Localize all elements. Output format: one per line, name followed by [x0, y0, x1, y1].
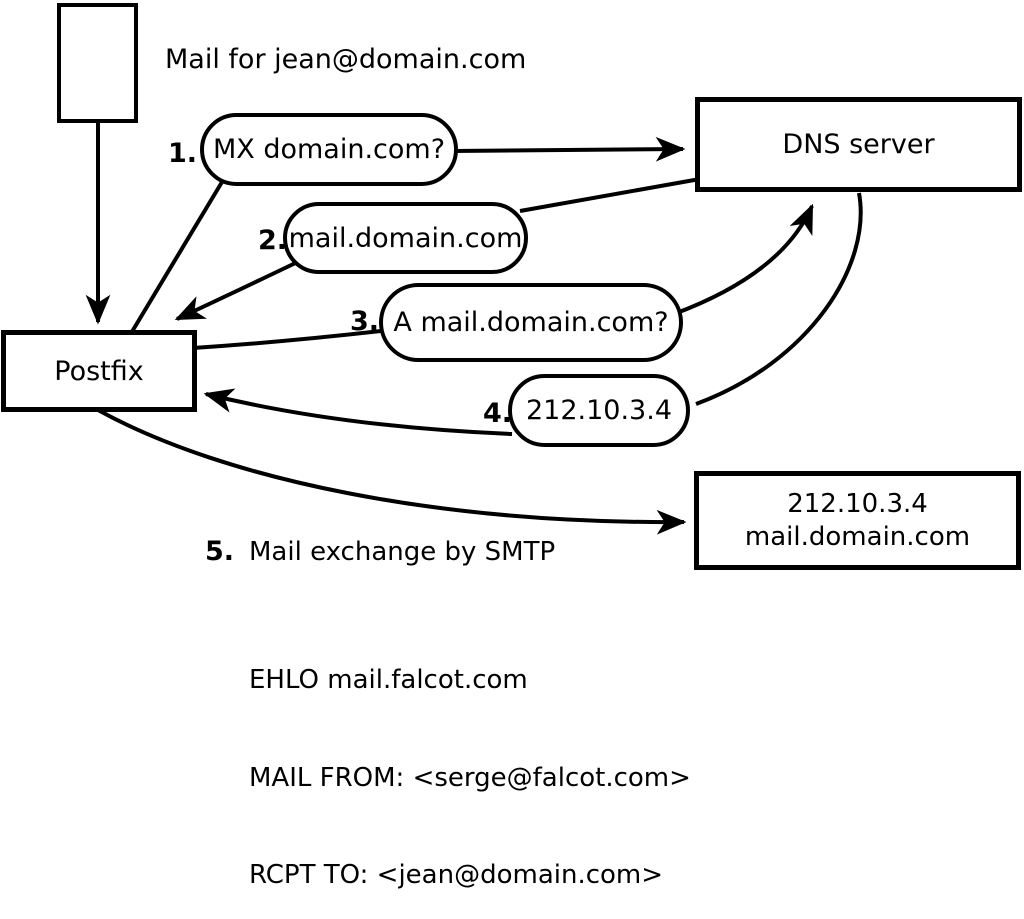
arrow-pill3-to-dns [673, 203, 814, 316]
arrow-pill1-to-dns [451, 136, 686, 162]
smtp-line-mail-from: MAIL FROM: <serge@falcot.com> [249, 762, 691, 793]
pill-a-query-label: A mail.domain.com? [393, 307, 669, 338]
arrow-postfix-to-pill3 [192, 328, 391, 350]
pill-a-query: A mail.domain.com? [379, 283, 683, 362]
pill-a-answer-label: 212.10.3.4 [526, 395, 672, 426]
pill-mx-answer-label: mail.domain.com [288, 222, 523, 254]
step-number-5: 5. [205, 536, 235, 567]
step-number-4: 4. [483, 398, 513, 429]
postfix-node: Postfix [1, 330, 197, 412]
step-number-2: 2. [258, 225, 288, 256]
step-number-1: 1. [168, 138, 198, 169]
dns-server-label: DNS server [782, 129, 935, 160]
arrow-postfix-to-destination [97, 408, 687, 535]
smtp-line-rcpt-to: RCPT TO: <jean@domain.com> [249, 860, 664, 890]
step-number-3: 3. [350, 306, 380, 337]
smtp-session-transcript: EHLO mail.falcot.com MAIL FROM: <serge@f… [249, 599, 691, 919]
destination-ip-label: 212.10.3.4 [787, 488, 928, 519]
arrow-postfix-to-pill1 [128, 180, 224, 337]
pill-mx-query-label: MX domain.com? [212, 134, 446, 165]
pill-mx-query: MX domain.com? [200, 113, 458, 186]
arrow-dns-to-pill4 [695, 192, 863, 406]
smtp-line-ehlo: EHLO mail.falcot.com [249, 665, 528, 695]
arrow-pill2-to-postfix [174, 255, 309, 321]
pill-mx-answer: mail.domain.com [283, 202, 528, 274]
destination-hostname-label: mail.domain.com [744, 521, 971, 552]
mail-for-label: Mail for jean@domain.com [165, 44, 527, 75]
arrow-dns-to-pill2 [519, 177, 701, 213]
destination-server-node: 212.10.3.4 mail.domain.com [694, 471, 1021, 570]
smtp-exchange-label: Mail exchange by SMTP [249, 537, 556, 567]
postfix-label: Postfix [54, 355, 144, 387]
dns-server-node: DNS server [695, 97, 1022, 192]
mail-message-node [57, 3, 138, 123]
arrow-pill4-to-postfix [203, 388, 513, 436]
pill-a-answer: 212.10.3.4 [508, 374, 690, 447]
